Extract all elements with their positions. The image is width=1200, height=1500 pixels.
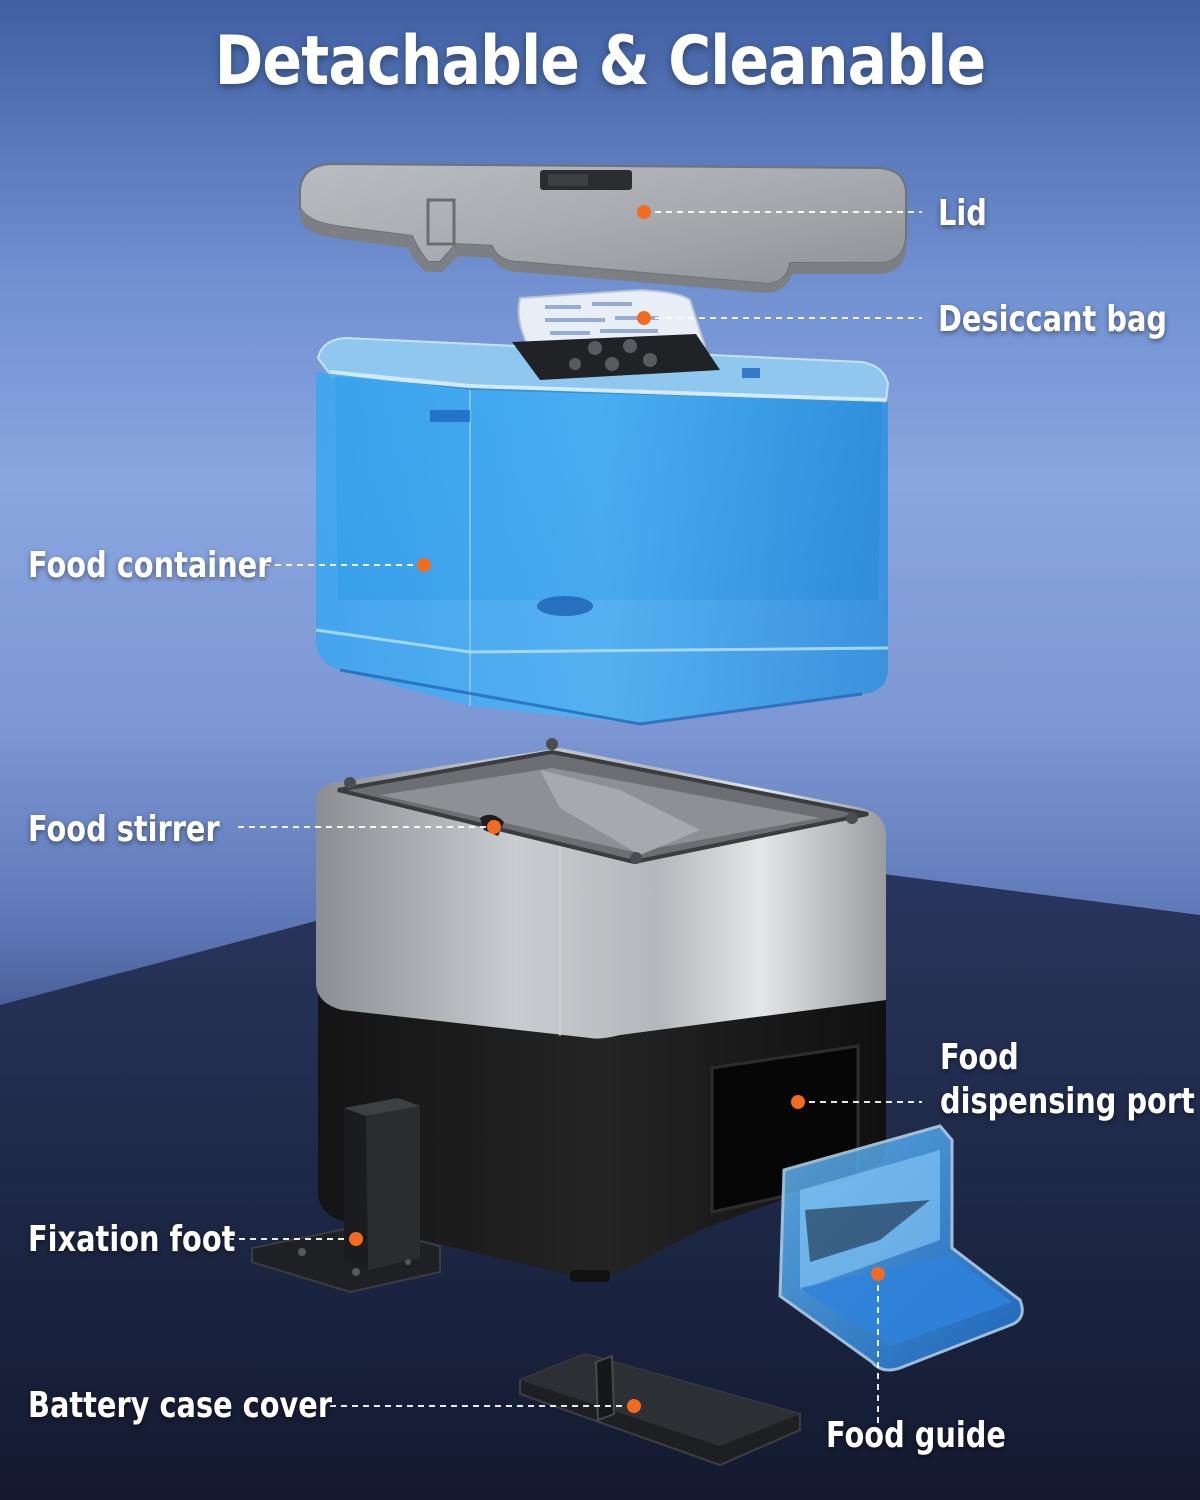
food-dispensing-port-label: Food dispensing port — [940, 1037, 1195, 1122]
page-title: Detachable & Cleanable — [214, 22, 986, 101]
lid-label: Lid — [938, 193, 987, 234]
food-guide-part — [778, 1124, 1024, 1372]
food-guide-marker — [871, 1267, 885, 1281]
lid-part — [299, 162, 907, 293]
lid-marker — [637, 205, 651, 219]
marker-dots — [349, 205, 885, 1413]
battery-case-cover-part — [519, 1352, 801, 1467]
battery-case-cover-marker — [627, 1399, 641, 1413]
food-stirrer-marker — [487, 820, 501, 834]
fixation-foot-label: Fixation foot — [28, 1219, 236, 1260]
fixation-foot-marker — [349, 1232, 363, 1246]
food-guide-label: Food guide — [826, 1415, 1006, 1456]
desiccant-bag-label: Desiccant bag — [938, 299, 1167, 340]
fixation-foot-part — [251, 1098, 441, 1294]
desiccant-bag-marker — [637, 311, 651, 325]
food-container-label: Food container — [28, 545, 272, 586]
battery-case-cover-label: Battery case cover — [28, 1385, 333, 1426]
food-stirrer-label: Food stirrer — [28, 809, 220, 850]
food-container-marker — [417, 558, 431, 572]
food-container-part — [315, 334, 890, 726]
food-dispensing-port-marker — [791, 1095, 805, 1109]
leader-lines — [228, 211, 922, 1438]
